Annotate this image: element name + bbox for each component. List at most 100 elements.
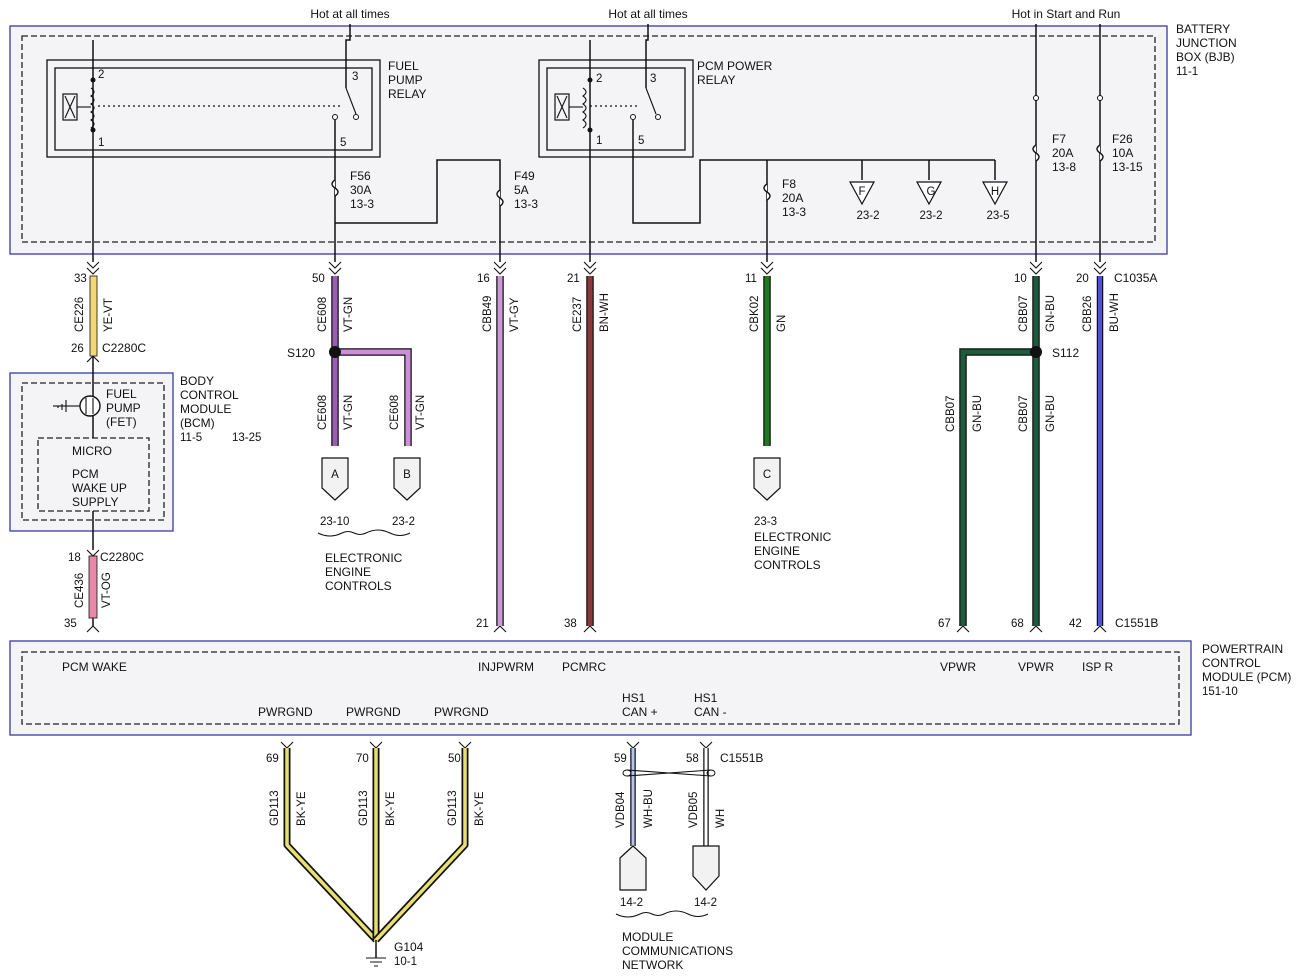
offpage-letter: H bbox=[991, 186, 999, 198]
ground-wires-gd113: GD113 BK-YE GD113 BK-YE GD113 BK-YE G104… bbox=[269, 748, 486, 968]
circuit-color: BK-YE bbox=[474, 791, 486, 826]
fuse-label: F7 bbox=[1052, 132, 1066, 146]
circuit-code: CE226 bbox=[74, 297, 86, 332]
pcm-pin-name: PCM WAKE bbox=[62, 660, 127, 674]
bjb-label: BATTERY bbox=[1176, 22, 1230, 36]
bjb-label: BOX (BJB) bbox=[1176, 50, 1235, 64]
fuel-pump-relay-label: FUEL bbox=[388, 59, 419, 73]
pin-label: 5 bbox=[340, 137, 346, 149]
fuse-f7: F7 20A 13-8 bbox=[1032, 132, 1076, 174]
fuse-icon bbox=[763, 183, 771, 201]
pcm-pin-name: PWRGND bbox=[434, 705, 489, 719]
circuit-code: CBB26 bbox=[1082, 296, 1094, 332]
circuit-code: VDB04 bbox=[615, 791, 627, 828]
fuel-pump-relay: FUEL PUMP RELAY 2 1 3 5 bbox=[46, 59, 426, 158]
pin-number: 59 bbox=[614, 753, 627, 765]
offpage-letter: A bbox=[331, 469, 339, 481]
micro-label: MICRO bbox=[72, 444, 112, 458]
pin-label: 3 bbox=[650, 73, 656, 85]
bjb-ref: 11-1 bbox=[1176, 66, 1198, 78]
circuit-color: VT-GN bbox=[343, 395, 355, 430]
group-label: MODULE bbox=[622, 930, 673, 944]
pin-number: 33 bbox=[74, 273, 87, 285]
hot-at-all-times-label: Hot at all times bbox=[310, 7, 389, 21]
circuit-code: CBB07 bbox=[945, 396, 957, 432]
pin-number: 42 bbox=[1069, 618, 1082, 630]
circuit-code: GD113 bbox=[269, 790, 281, 826]
fet-label: PUMP bbox=[106, 401, 141, 415]
fet-label: FUEL bbox=[106, 387, 137, 401]
fuse-icon bbox=[1032, 144, 1040, 162]
pin-number: 18 bbox=[68, 552, 81, 564]
pin-number: 58 bbox=[686, 753, 699, 765]
fuse-rating: 10A bbox=[1112, 146, 1133, 160]
pcm-pin-name: PWRGND bbox=[258, 705, 313, 719]
fuse-ref: 13-3 bbox=[514, 197, 538, 211]
can-network-wires: VDB04 WH-BU VDB05 WH 14-2 14-2 MODULE CO… bbox=[615, 748, 733, 972]
pin-number: 50 bbox=[448, 753, 461, 765]
eec-label-1: ELECTRONIC ENGINE CONTROLS bbox=[325, 551, 403, 593]
bcm-ref: 11-5 bbox=[180, 432, 202, 444]
fuel-pump-relay-label: RELAY bbox=[388, 87, 426, 101]
bjb-outline bbox=[9, 25, 1168, 255]
pcm-pin-name: CAN + bbox=[622, 705, 658, 719]
pin-label: 1 bbox=[98, 137, 104, 149]
fuse-icon bbox=[496, 189, 504, 207]
pcm-pin-name: PWRGND bbox=[346, 705, 401, 719]
circuit-code: GD113 bbox=[358, 790, 370, 826]
ground-ref: 10-1 bbox=[394, 956, 417, 968]
pcm-outline bbox=[9, 640, 1192, 736]
brace bbox=[615, 910, 709, 918]
circuit-code: CE608 bbox=[317, 395, 329, 430]
fuse-ref: 13-15 bbox=[1112, 160, 1143, 174]
fet-icon bbox=[79, 395, 101, 417]
group-label: ELECTRONIC bbox=[325, 551, 403, 565]
bcm-label: (BCM) bbox=[180, 416, 215, 430]
circuit-color: GN bbox=[776, 315, 788, 332]
circuit-color: BK-YE bbox=[296, 791, 308, 826]
c1035a-pins: 33 50 16 21 11 10 20 C1035A bbox=[74, 271, 1157, 285]
fuse-ref: 13-3 bbox=[782, 205, 806, 219]
offpage-ref: 14-2 bbox=[620, 897, 643, 909]
circuit-color: BU-WH bbox=[1109, 293, 1121, 332]
fuse-f8: F8 20A 13-3 bbox=[763, 177, 806, 219]
pcm-pin-name: ISP R bbox=[1082, 660, 1113, 674]
fuse-label: F26 bbox=[1112, 132, 1133, 146]
offpage-connector-c: C 23-3 bbox=[753, 457, 781, 528]
offpage-connector-can-minus bbox=[692, 845, 720, 891]
fuse-icon bbox=[1096, 144, 1104, 162]
pin-label: 5 bbox=[638, 135, 644, 147]
bcm-label: BODY bbox=[180, 374, 214, 388]
offpage-connector-b: B 23-2 bbox=[392, 457, 421, 528]
fuse-ref: 13-3 bbox=[350, 197, 374, 211]
circuit-color: VT-OG bbox=[101, 572, 113, 608]
connector-label: C2280C bbox=[100, 550, 144, 564]
powertrain-control-module: POWERTRAIN CONTROL MODULE (PCM) 151-10 P… bbox=[9, 640, 1291, 736]
circuit-code: CBB07 bbox=[1018, 296, 1030, 332]
wire-cbb49: CBB49 VT-GY bbox=[482, 276, 521, 626]
eec-label-2: ELECTRONIC ENGINE CONTROLS bbox=[754, 530, 832, 572]
ground-icon bbox=[366, 957, 386, 967]
fuse-ref: 13-8 bbox=[1052, 160, 1076, 174]
pin-number: 69 bbox=[266, 753, 279, 765]
circuit-color: GN-BU bbox=[1045, 395, 1057, 432]
offpage-letter: B bbox=[403, 469, 411, 481]
offpage-letter: C bbox=[763, 469, 771, 481]
pcm-ref: 151-10 bbox=[1202, 686, 1238, 698]
offpage-ref: 23-2 bbox=[919, 210, 942, 222]
circuit-code: CBK02 bbox=[749, 296, 761, 332]
circuit-code: VDB05 bbox=[688, 792, 700, 828]
pin-label: 2 bbox=[596, 73, 602, 85]
offpage-connector-can-plus bbox=[619, 845, 647, 891]
offpage-letter: F bbox=[858, 186, 865, 198]
micro-label: WAKE UP bbox=[72, 481, 127, 495]
fuse-rating: 5A bbox=[514, 183, 529, 197]
micro-label: SUPPLY bbox=[72, 495, 118, 509]
offpage-ref: 23-2 bbox=[392, 516, 415, 528]
pcm-pin-name: HS1 bbox=[694, 691, 718, 705]
connector-label: C2280C bbox=[102, 341, 146, 355]
pcm-label: MODULE (PCM) bbox=[1202, 670, 1291, 684]
pin-number: 21 bbox=[476, 618, 489, 630]
wire-cbk02: CBK02 GN bbox=[749, 276, 788, 446]
